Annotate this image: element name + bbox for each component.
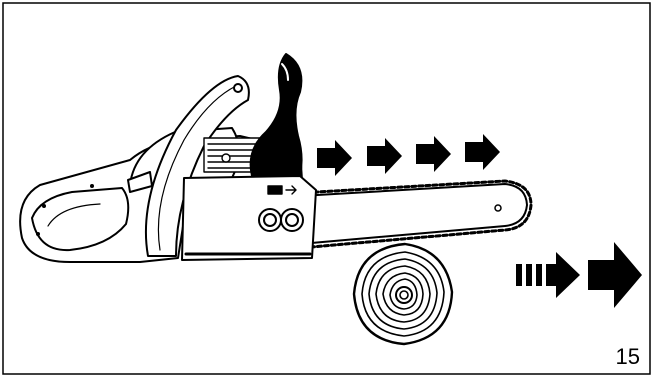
guide-bar [298, 179, 533, 250]
chain-brake-symbol-icon [267, 185, 297, 195]
front-handle [145, 75, 250, 257]
arrow-right-icon [588, 242, 642, 308]
motion-arrows [317, 134, 642, 308]
arrow-right-icon [416, 136, 451, 172]
figure-border [2, 2, 651, 375]
bar-hole [494, 204, 502, 212]
arrow-right-icon [317, 140, 352, 176]
saw-chain [298, 179, 533, 250]
log-cross-section-icon [352, 242, 454, 346]
hand-guard [249, 53, 303, 177]
arrow-right-icon [516, 252, 580, 298]
rear-handle-grip [31, 187, 130, 252]
arrow-right-icon [367, 138, 402, 174]
chainsaw-icon [19, 53, 533, 263]
page-number: 15 [615, 344, 640, 369]
arrow-right-icon [465, 134, 500, 170]
sprocket-cover [181, 175, 317, 261]
